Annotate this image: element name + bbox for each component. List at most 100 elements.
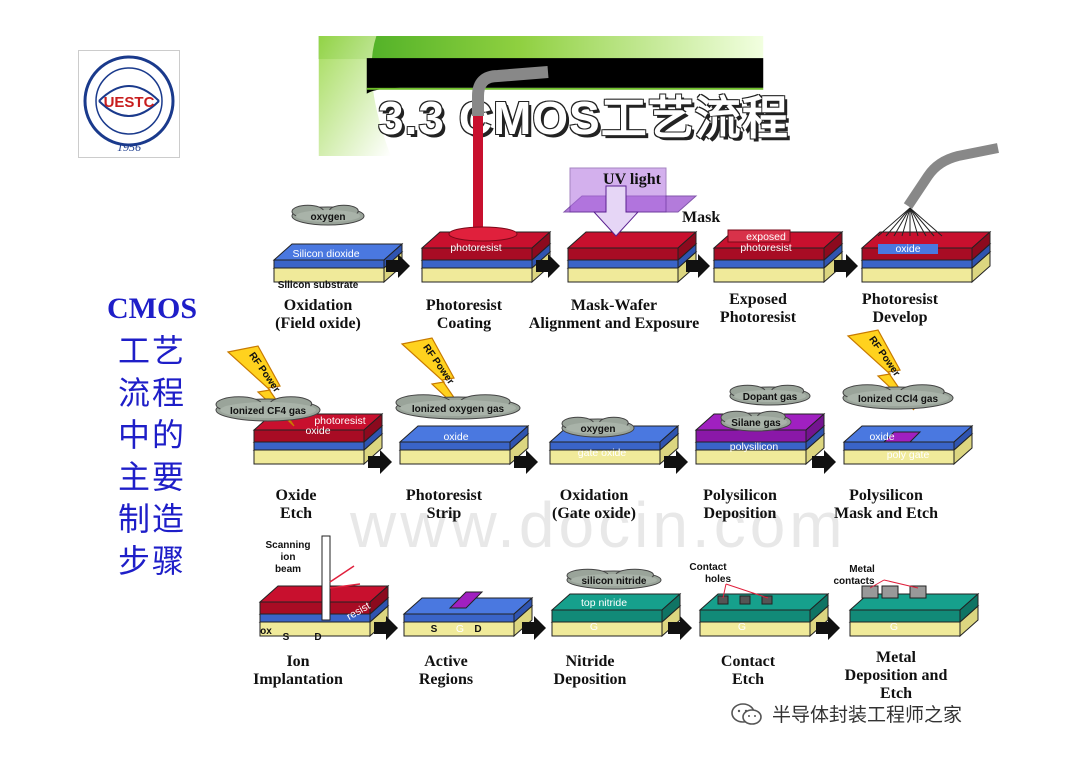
layer-label: exposed xyxy=(746,231,786,243)
wafer-layer-side xyxy=(531,230,551,262)
step-label: Etch xyxy=(280,505,312,522)
contact-label: Contact xyxy=(689,562,727,573)
wafer-layer-front xyxy=(253,441,365,451)
poly-gate xyxy=(882,431,922,443)
uv-arrow xyxy=(592,185,640,237)
gas-cloud xyxy=(847,390,949,406)
developer-spray xyxy=(885,207,911,237)
developer-spray xyxy=(893,207,911,237)
flow-arrow xyxy=(812,450,836,474)
step-label: Photoresist xyxy=(426,297,503,314)
region-label: G xyxy=(456,623,464,635)
layer-label: oxide xyxy=(305,425,330,437)
gate-stripe xyxy=(448,591,484,609)
contact-hole xyxy=(761,595,773,605)
flow-arrow xyxy=(816,616,840,640)
sidebar-caption: CMOS 工艺 流程 中的 主要 制造 步骤 xyxy=(98,292,206,582)
developer-spray xyxy=(877,207,911,237)
step-label: Metal xyxy=(876,649,917,666)
ion-beam-column xyxy=(321,535,331,621)
pointer-line xyxy=(869,579,885,589)
step-label: Polysilicon xyxy=(703,487,777,504)
developer-spray xyxy=(909,207,927,237)
developer-spray xyxy=(909,207,935,237)
ion-beam-ray xyxy=(329,583,361,589)
layer-label: ox xyxy=(260,626,272,637)
logo-year: 1956 xyxy=(117,140,141,154)
sidebar-line: 步骤 xyxy=(117,542,186,580)
wafer-substrate-front xyxy=(567,267,679,283)
wafer-layer-front xyxy=(567,247,679,261)
beam-label: Scanning xyxy=(265,540,310,551)
credit-text: 半导体封装工程师之家 xyxy=(772,704,963,726)
step-label: Exposed xyxy=(729,291,787,308)
layer-label: photoresist xyxy=(740,242,791,254)
wafer-substrate-front xyxy=(551,621,663,637)
flow-arrow xyxy=(368,450,392,474)
wafer-layer-front xyxy=(699,609,811,623)
wafer-layer-side xyxy=(823,230,843,262)
wafer-layer-front xyxy=(551,609,663,623)
uv-label: UV light xyxy=(603,171,662,188)
mask-label: Mask xyxy=(682,209,720,226)
layer-label: photoresist xyxy=(450,242,501,254)
gas-cloud xyxy=(296,210,360,222)
resist-puddle xyxy=(448,226,518,242)
gas-cloud xyxy=(400,400,516,416)
beam-label: ion xyxy=(281,552,296,563)
wafer-layer-side xyxy=(953,424,973,452)
flow-arrow xyxy=(686,254,710,278)
flow-arrow xyxy=(668,616,692,640)
flow-arrow xyxy=(374,616,398,640)
step-label: Strip xyxy=(427,505,462,522)
region-label: D xyxy=(474,624,481,635)
wafer-substrate-front xyxy=(253,449,365,465)
flow-arrow xyxy=(514,450,538,474)
wafer-substrate-front xyxy=(849,621,961,637)
gas-cloud xyxy=(220,402,316,418)
wafer-layer-front xyxy=(399,441,511,451)
wafer-substrate-front xyxy=(399,449,511,465)
step-label: Coating xyxy=(437,315,491,332)
step-label: Etch xyxy=(732,671,764,688)
gas-cloud xyxy=(725,416,787,428)
step-label: Deposition xyxy=(554,671,627,688)
step-label: (Field oxide) xyxy=(275,315,361,332)
step-label: Mask and Etch xyxy=(834,505,938,522)
metal-label: contacts xyxy=(833,576,875,587)
sidebar-line: 工艺 xyxy=(117,332,186,370)
sidebar-latin: CMOS xyxy=(107,292,197,325)
pointer-line xyxy=(722,583,727,599)
wafer-layer-side xyxy=(509,424,529,452)
wafer-layer-side xyxy=(661,592,681,624)
wafer-layer-side xyxy=(513,596,533,624)
developer-spray xyxy=(901,207,911,237)
gas-label: Dopant gas xyxy=(743,392,798,403)
step-label: Deposition and xyxy=(845,667,948,684)
university-logo: UESTC 1956 xyxy=(78,50,180,158)
wafer-layer-side xyxy=(369,584,389,616)
wafer-layer-side xyxy=(971,230,991,262)
sidebar-line: 中的 xyxy=(117,416,186,454)
gas-label: oxygen xyxy=(580,424,615,435)
wafer-layer-front xyxy=(849,609,961,623)
gas-cloud xyxy=(566,422,630,434)
gas-label: Ionized CCl4 gas xyxy=(858,394,938,405)
wafer-layer-side xyxy=(677,230,697,262)
wafer-layer-side xyxy=(805,412,825,444)
gas-label: silicon nitride xyxy=(581,576,646,587)
step-label: Develop xyxy=(872,309,927,326)
ion-beam-ray xyxy=(329,565,355,583)
wafer-substrate-front xyxy=(421,267,533,283)
step-label: Regions xyxy=(419,671,473,688)
layer-label: gate oxide xyxy=(578,447,627,459)
step-label: Contact xyxy=(721,653,776,670)
gas-label: Ionized CF4 gas xyxy=(230,406,307,417)
step-label: Mask-Wafer xyxy=(571,297,657,314)
step-label: Photoresist xyxy=(720,309,797,326)
step-label: Oxidation xyxy=(284,297,353,314)
header-background xyxy=(318,36,764,156)
metal-contact xyxy=(861,585,879,599)
wafer-layer-side xyxy=(809,592,829,624)
